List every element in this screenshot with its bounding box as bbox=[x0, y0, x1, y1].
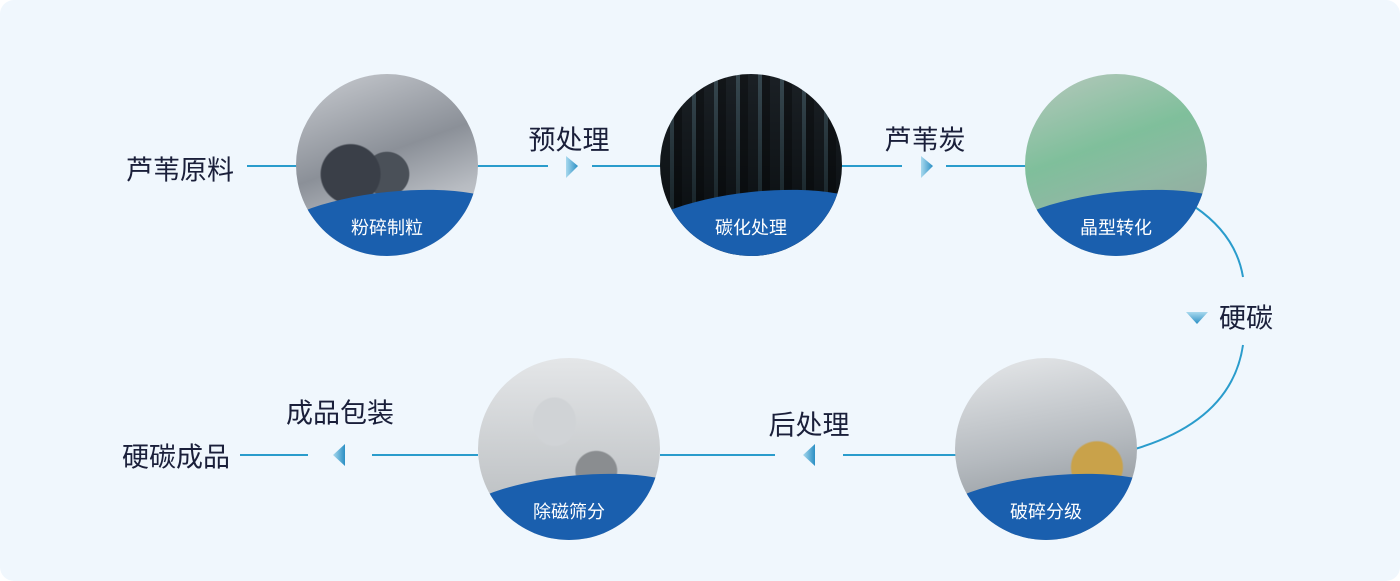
arrow-left-icon bbox=[803, 444, 815, 466]
step-hard-carbon: 硬碳 bbox=[1219, 303, 1273, 335]
circle-label: 晶型转化 bbox=[1080, 218, 1152, 239]
circle-label: 粉碎制粒 bbox=[351, 218, 423, 239]
arrow-left-icon bbox=[333, 444, 345, 466]
arrow-right-icon bbox=[921, 156, 933, 178]
step-packaging: 成品包装 bbox=[286, 398, 394, 430]
process-circle-crushing: 破碎分级 bbox=[955, 358, 1137, 540]
arrow-down-icon bbox=[1186, 312, 1208, 324]
circle-label: 破碎分级 bbox=[1010, 502, 1082, 523]
process-circle-carbonization: 碳化处理 bbox=[660, 74, 842, 256]
step-posttreatment: 后处理 bbox=[768, 410, 850, 442]
step-final-product: 硬碳成品 bbox=[122, 442, 230, 474]
connector-arc-bottom bbox=[1134, 344, 1244, 450]
circle-label: 除磁筛分 bbox=[533, 502, 605, 523]
process-circle-sieving: 除磁筛分 bbox=[478, 358, 660, 540]
step-raw-material: 芦苇原料 bbox=[126, 155, 234, 187]
step-reed-char: 芦苇炭 bbox=[884, 125, 966, 157]
step-pretreatment: 预处理 bbox=[528, 125, 610, 157]
arrow-right-icon bbox=[566, 156, 578, 178]
process-circle-conversion: 晶型转化 bbox=[1025, 74, 1207, 256]
process-circle-grinding: 粉碎制粒 bbox=[296, 74, 478, 256]
circle-label: 碳化处理 bbox=[715, 218, 787, 239]
